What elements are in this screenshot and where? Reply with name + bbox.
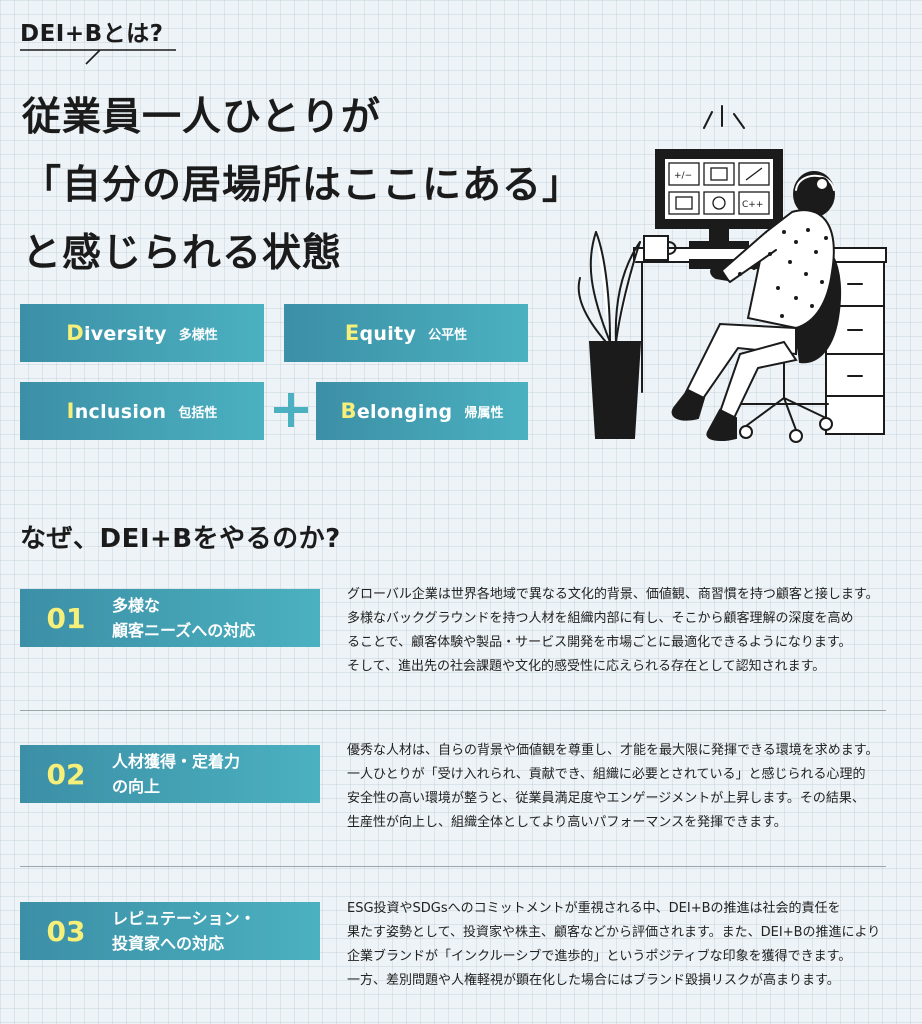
- reason-2-heading: 02 人材獲得・定着力 の向上: [20, 745, 320, 803]
- reason-1-heading: 01 多様な 顧客ニーズへの対応: [20, 589, 320, 647]
- person-at-desk-illustration: +/− C++: [577, 105, 887, 443]
- reason-title: レピュテーション・ 投資家への対応: [112, 909, 256, 953]
- pillar-inclusion: Inclusion 包括性: [20, 382, 264, 440]
- pillar-equity: Equity 公平性: [284, 304, 528, 362]
- section-tag: DEI+Bとは?: [20, 21, 164, 47]
- divider: [20, 710, 886, 711]
- reason-title: 人材獲得・定着力 の向上: [112, 752, 241, 796]
- reason-number: 02: [46, 757, 86, 791]
- monitor-icon-calc: +/−: [674, 171, 692, 181]
- reason-number: 01: [46, 601, 86, 635]
- divider: [20, 866, 886, 867]
- headline-line-1: 従業員一人ひとりが: [22, 95, 381, 140]
- reason-3-description: ESG投資やSDGsへのコミットメントが重視される中、DEI+Bの推進は社会的責…: [347, 901, 881, 988]
- plus-icon: [274, 393, 308, 427]
- reason-3-heading: 03 レピュテーション・ 投資家への対応: [20, 902, 320, 960]
- reason-title: 多様な 顧客ニーズへの対応: [112, 596, 256, 640]
- headline-line-3: と感じられる状態: [22, 231, 343, 276]
- section-title: なぜ、DEI+Bをやるのか?: [20, 524, 341, 554]
- reason-1-description: グローバル企業は世界各地域で異なる文化的背景、価値観、商習慣を持つ顧客と接します…: [347, 587, 879, 674]
- headline-line-2: 「自分の居場所はここにある」: [22, 163, 583, 208]
- pillar-diversity: Diversity 多様性: [20, 304, 264, 362]
- reason-number: 03: [46, 914, 86, 948]
- reason-2-description: 優秀な人材は、自らの背景や価値観を尊重し、才能を最大限に発揮できる環境を求めます…: [347, 743, 879, 830]
- monitor-icon-cpp: C++: [742, 200, 763, 210]
- spark-lines: [703, 105, 745, 129]
- tag-underline: [20, 49, 176, 65]
- headline: 従業員一人ひとりが 「自分の居場所はここにある」 と感じられる状態: [22, 84, 582, 288]
- pillar-belonging: Belonging 帰属性: [316, 382, 528, 440]
